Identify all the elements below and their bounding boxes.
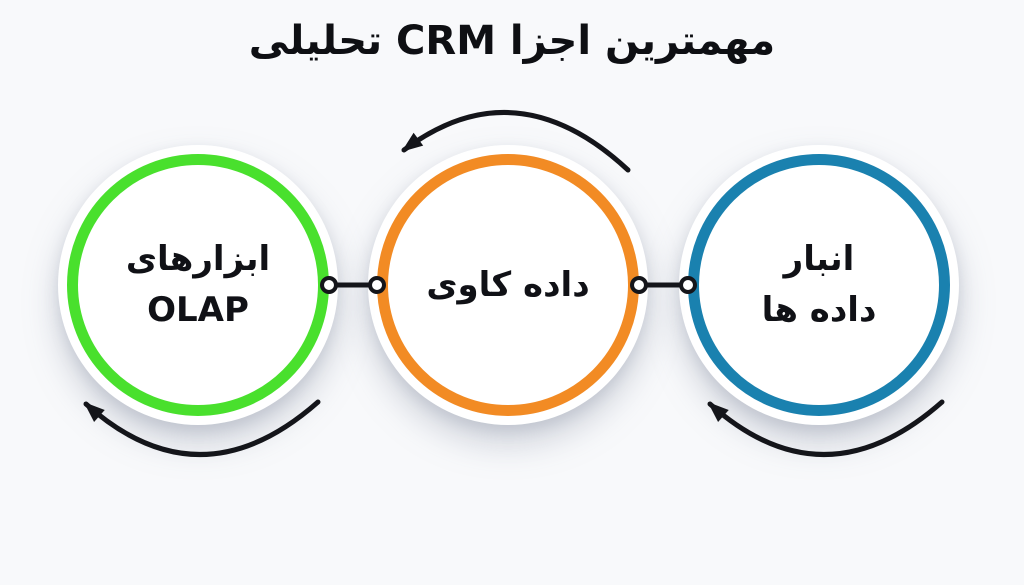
node-label-line2: داده ها [761,290,877,330]
node-label-line1: داده کاوی [426,264,590,305]
node-label-line1: انبار [783,239,855,279]
node-olap-tools: ابزارهای OLAP [58,145,338,425]
node-data-mining-ring: داده کاوی [377,154,639,416]
node-data-warehouse-ring: انبار داده ها [688,154,950,416]
node-olap-tools-ring: ابزارهای OLAP [67,154,329,416]
node-label-line1: ابزارهای [125,239,271,279]
diagram-title: مهمترین اجزا CRM تحلیلی [248,18,776,64]
node-data-warehouse: انبار داده ها [679,145,959,425]
node-data-mining: داده کاوی [368,145,648,425]
node-label-line2: OLAP [147,290,249,330]
